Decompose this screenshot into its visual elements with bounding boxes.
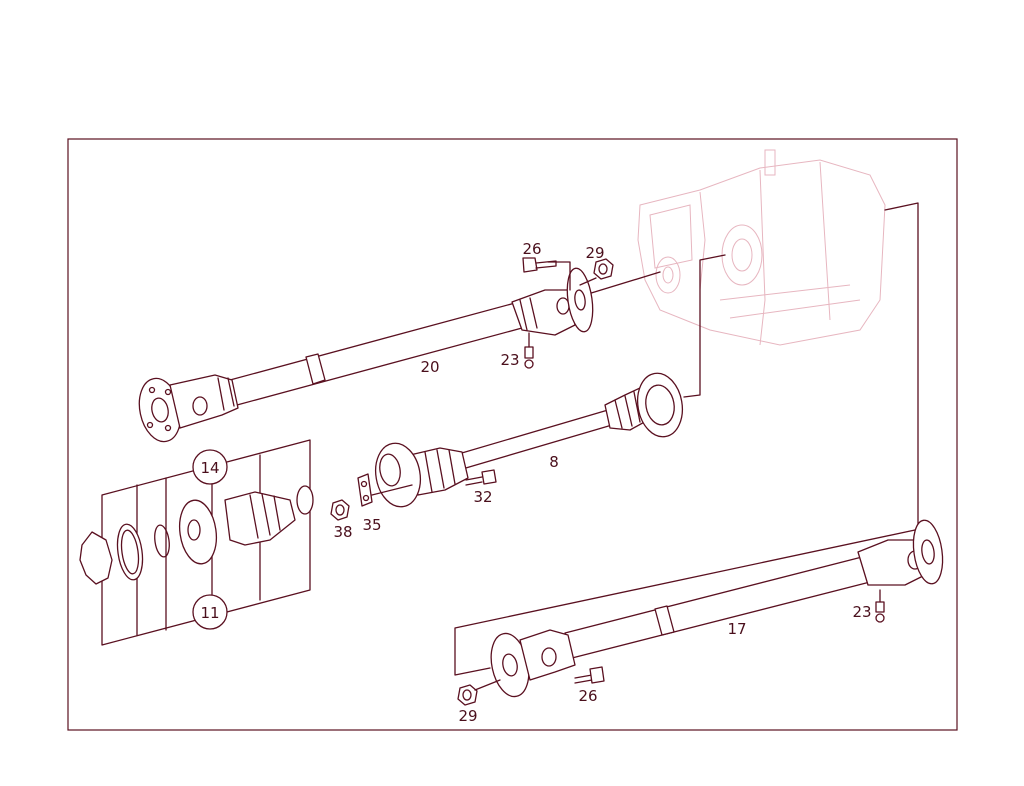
part-label-35: 35 [362, 516, 381, 534]
leader-line [884, 202, 919, 531]
diagram-frame [67, 138, 958, 731]
part-label-14: 14 [200, 459, 219, 477]
part-label-23-bottom: 23 [852, 603, 871, 621]
part-label-32: 32 [473, 488, 492, 506]
part-label-29-bottom: 29 [458, 707, 477, 725]
propeller-shaft-lower [454, 519, 944, 698]
callout-circle-14 [192, 449, 228, 485]
part-label-29-top: 29 [585, 244, 604, 262]
grease-nipple-23-bottom [875, 589, 885, 623]
leader-line [683, 254, 726, 398]
lock-plate-35 [357, 473, 413, 507]
nut-29-top [579, 258, 614, 286]
callout-circle-11 [192, 594, 228, 630]
nut-38 [330, 499, 350, 521]
part-label-20: 20 [420, 358, 439, 376]
propeller-shaft-upper [138, 267, 594, 443]
bolt-26-top [522, 257, 571, 291]
part-label-17: 17 [727, 620, 746, 638]
bolt-26-bottom [574, 666, 605, 684]
bolt-32 [465, 469, 497, 486]
transmission-housing [637, 149, 886, 346]
joint-assembly [79, 439, 314, 646]
nut-29-bottom [457, 679, 501, 706]
leader-line [587, 271, 661, 295]
grease-nipple-23-top [524, 332, 534, 369]
part-label-8: 8 [549, 453, 559, 471]
part-label-11: 11 [200, 604, 219, 622]
part-label-23-top: 23 [500, 351, 519, 369]
part-label-26-top: 26 [522, 240, 541, 258]
part-label-38: 38 [333, 523, 352, 541]
part-label-26-bottom: 26 [578, 687, 597, 705]
drive-shaft [374, 372, 684, 508]
